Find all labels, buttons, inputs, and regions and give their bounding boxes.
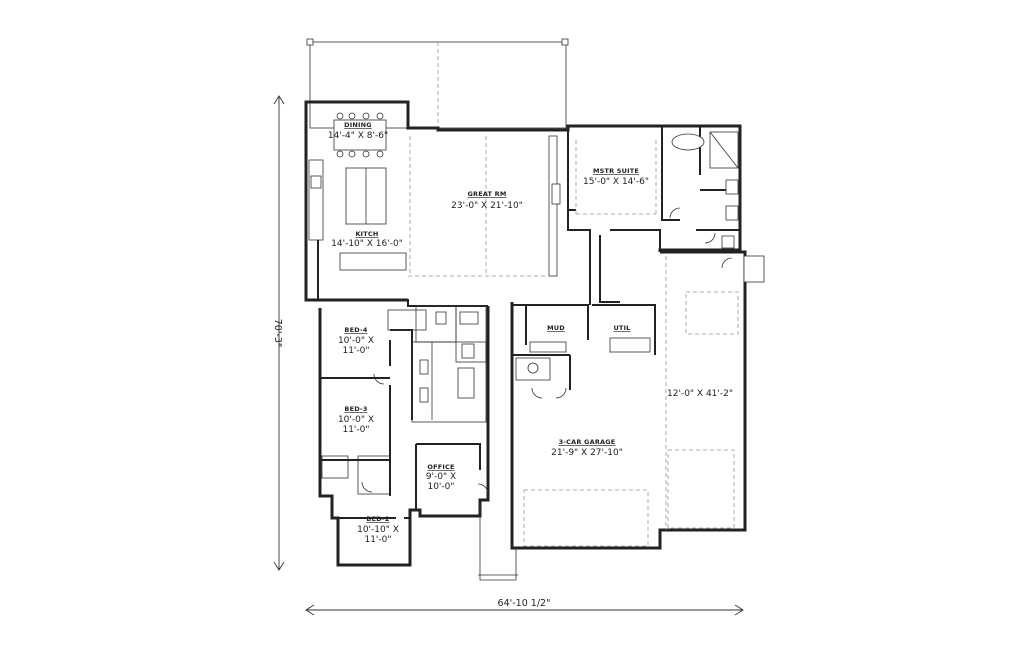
mud-label: MUD [547, 324, 565, 332]
bed3-dims-2: 11'-0" [342, 425, 369, 435]
exterior-walls [304, 100, 747, 581]
bed4-label: BED-4 [344, 326, 367, 334]
garage-dims: 21'-9" X 27'-10" [551, 448, 623, 458]
dining-dims: 14'-4" X 8'-6" [328, 131, 388, 141]
bed3-label: BED-3 [344, 405, 367, 413]
bed2-label: BED-2 [366, 515, 389, 523]
kitchen-dims: 14'-10" X 16'-0" [331, 239, 403, 249]
bed4-dims-1: 10'-0" X [338, 336, 374, 346]
room-labels: DINING 14'-4" X 8'-6" KITCH 14'-10" X 16… [328, 121, 733, 545]
bed2-dims-1: 10'-10" X [357, 525, 399, 535]
garage-side-dims: 12'-0" X 41'-2" [667, 389, 733, 399]
overall-depth-label: 70'-3" [272, 319, 283, 348]
dining-label: DINING [344, 121, 372, 129]
bed4-dims-2: 11'-0" [342, 346, 369, 356]
garage-label: 3-CAR GARAGE [559, 438, 616, 446]
rear-patio [306, 38, 569, 129]
overall-depth-dimension: 70'-3" [272, 95, 285, 571]
fixtures [308, 112, 765, 547]
util-label: UTIL [613, 324, 630, 332]
master-suite-label: MSTR SUITE [593, 167, 639, 175]
bed3-dims-1: 10'-0" X [338, 415, 374, 425]
bed2-dims-2: 11'-0" [364, 535, 391, 545]
master-suite-dims: 15'-0" X 14'-6" [583, 177, 649, 187]
great-room-label: GREAT RM [467, 190, 506, 198]
kitchen-label: KITCH [355, 230, 378, 238]
overall-width-dimension: 64'-10 1/2" [305, 598, 744, 616]
office-label: OFFICE [427, 463, 454, 471]
office-dims-2: 10'-0" [427, 482, 454, 492]
interior-walls [306, 126, 740, 519]
overall-width-label: 64'-10 1/2" [498, 598, 551, 609]
great-room-dims: 23'-0" X 21'-10" [451, 201, 523, 211]
office-dims-1: 9'-0" X [426, 472, 456, 482]
